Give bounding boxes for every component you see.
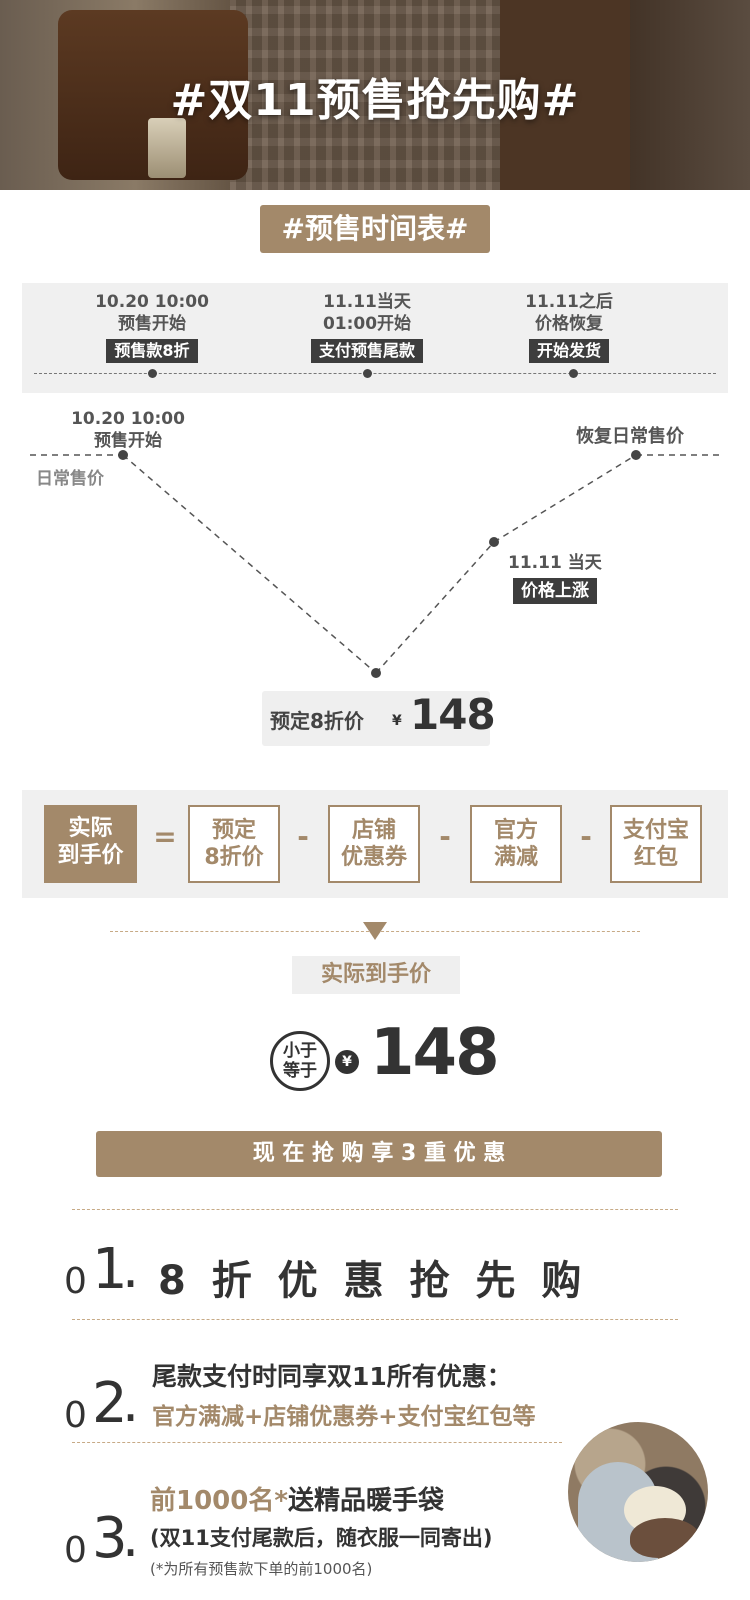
offer-number-dot: . [122,1506,140,1569]
step-badge: 开始发货 [528,339,609,363]
formula-item-line: 红包 [633,845,678,870]
offer-number: 2 [92,1371,128,1436]
schedule-timeline: 10.20 10:00 预售开始 预售款8折 11.11当天 01:00开始 支… [22,283,728,393]
equals-sign: = [153,820,177,853]
offer-3-title-accent: 前1000名* [150,1486,288,1516]
step-desc: 价格恢复 [535,314,603,334]
offer-2-subtitle: 官方满减+店铺优惠券+支付宝红包等 [152,1404,536,1430]
price-drop-line [122,454,377,674]
daily-price-label: 日常售价 [36,469,104,489]
offers-banner: 现 在 抢 购 享 3 重 优 惠 [96,1131,662,1177]
formula-item-line: 官方 [493,818,538,843]
offer-divider [72,1319,678,1320]
offer-3-title-rest: 送精品暖手袋 [287,1486,444,1516]
offer-number-prefix: 0 [64,1261,87,1302]
formula-item-coupon: 店铺 优惠券 [328,805,420,883]
timeline-dot [148,369,157,378]
formula-item-line: 满减 [493,845,538,870]
minus-sign: - [439,820,451,853]
rise-date-label: 11.11 当天 [508,553,602,573]
offer-number-dot: . [122,1371,140,1434]
step-date: 11.11之后 [525,292,613,312]
currency-icon: ¥ [335,1050,359,1074]
formula-item-alipay: 支付宝 红包 [610,805,702,883]
price-rise-line [375,541,495,674]
hand-warmer-photo [568,1422,708,1562]
offer-number-prefix: 0 [64,1395,87,1436]
presale-low-dot [371,668,381,678]
offer-2-title: 尾款支付时同享双11所有优惠： [152,1362,512,1391]
offer-3-note: (*为所有预售款下单的前1000名) [150,1560,373,1578]
timeline-dot [363,369,372,378]
restore-dot [631,450,641,460]
timeline-dot [569,369,578,378]
presale-currency: ¥ [392,713,402,729]
badge-line: 等于 [283,1061,317,1081]
formula-result: 实际 到手价 [44,805,137,883]
offer-3-title: 前1000名*送精品暖手袋 [150,1480,444,1517]
offer-1-title: 8 折 优 惠 抢 先 购 [158,1258,588,1304]
rise-dot [489,537,499,547]
schedule-step: 11.11当天 01:00开始 支付预售尾款 [299,291,435,363]
presale-start-text: 预售开始 [94,431,162,451]
presale-start-label: 10.20 10:00 预售开始 [68,408,188,452]
offer-divider [72,1209,678,1210]
presale-start-dot [118,450,128,460]
down-arrow-icon [363,922,387,940]
rise-badge: 价格上涨 [513,578,597,604]
hero-banner [0,0,750,190]
step-desc: 预售开始 [118,314,186,334]
minus-sign: - [580,820,592,853]
formula-item-line: 优惠券 [340,845,407,870]
offer-3-detail: (双11支付尾款后，随衣服一同寄出) [150,1526,493,1550]
offer-number: 3 [92,1506,128,1571]
price-restore-line [493,454,637,543]
step-date: 11.11当天 [323,292,411,312]
photo-warmer-base [630,1518,700,1558]
less-equal-badge: 小于 等于 [270,1031,330,1091]
final-price: 148 [370,1016,500,1090]
hero-photo-bag-clasp [148,118,186,178]
hero-title: #双11预售抢先购# [170,75,580,126]
price-formula: 实际 到手价 = 预定 8折价 - 店铺 优惠券 - 官方 满减 - 支付宝 红… [22,790,728,898]
formula-item-line: 支付宝 [622,818,689,843]
offer-number: 1 [92,1237,128,1302]
step-desc: 01:00开始 [322,314,412,334]
badge-line: 小于 [283,1041,317,1061]
hero-photo-jacket [500,0,630,190]
presale-price: 148 [410,690,496,739]
hero-photo-coat [230,0,530,190]
price-trend-graphic [30,450,720,678]
presale-price-box: 预定8折价 ¥ 148 [262,690,496,746]
formula-item-discount: 官方 满减 [470,805,562,883]
presale-price-label: 预定8折价 [270,709,364,733]
formula-item-line: 店铺 [351,818,396,843]
offer-number-dot: . [122,1237,140,1300]
formula-item-presale: 预定 8折价 [188,805,280,883]
formula-item-line: 8折价 [204,845,264,870]
formula-result-line: 实际 [68,816,113,841]
minus-sign: - [297,820,309,853]
schedule-step: 11.11之后 价格恢复 开始发货 [504,291,634,363]
final-price-label: 实际到手价 [292,956,460,994]
schedule-step: 10.20 10:00 预售开始 预售款8折 [92,291,212,363]
formula-item-line: 预定 [211,818,256,843]
offer-number-prefix: 0 [64,1530,87,1571]
step-badge: 支付预售尾款 [310,339,423,363]
step-badge: 预售款8折 [106,339,198,363]
formula-result-line: 到手价 [57,843,124,868]
schedule-tag: #预售时间表# [260,205,490,253]
step-date: 10.20 10:00 [95,292,209,312]
presale-start-date: 10.20 10:00 [71,409,185,429]
timeline-line [34,373,716,374]
offer-divider [72,1442,562,1443]
restore-price-label: 恢复日常售价 [576,426,684,447]
